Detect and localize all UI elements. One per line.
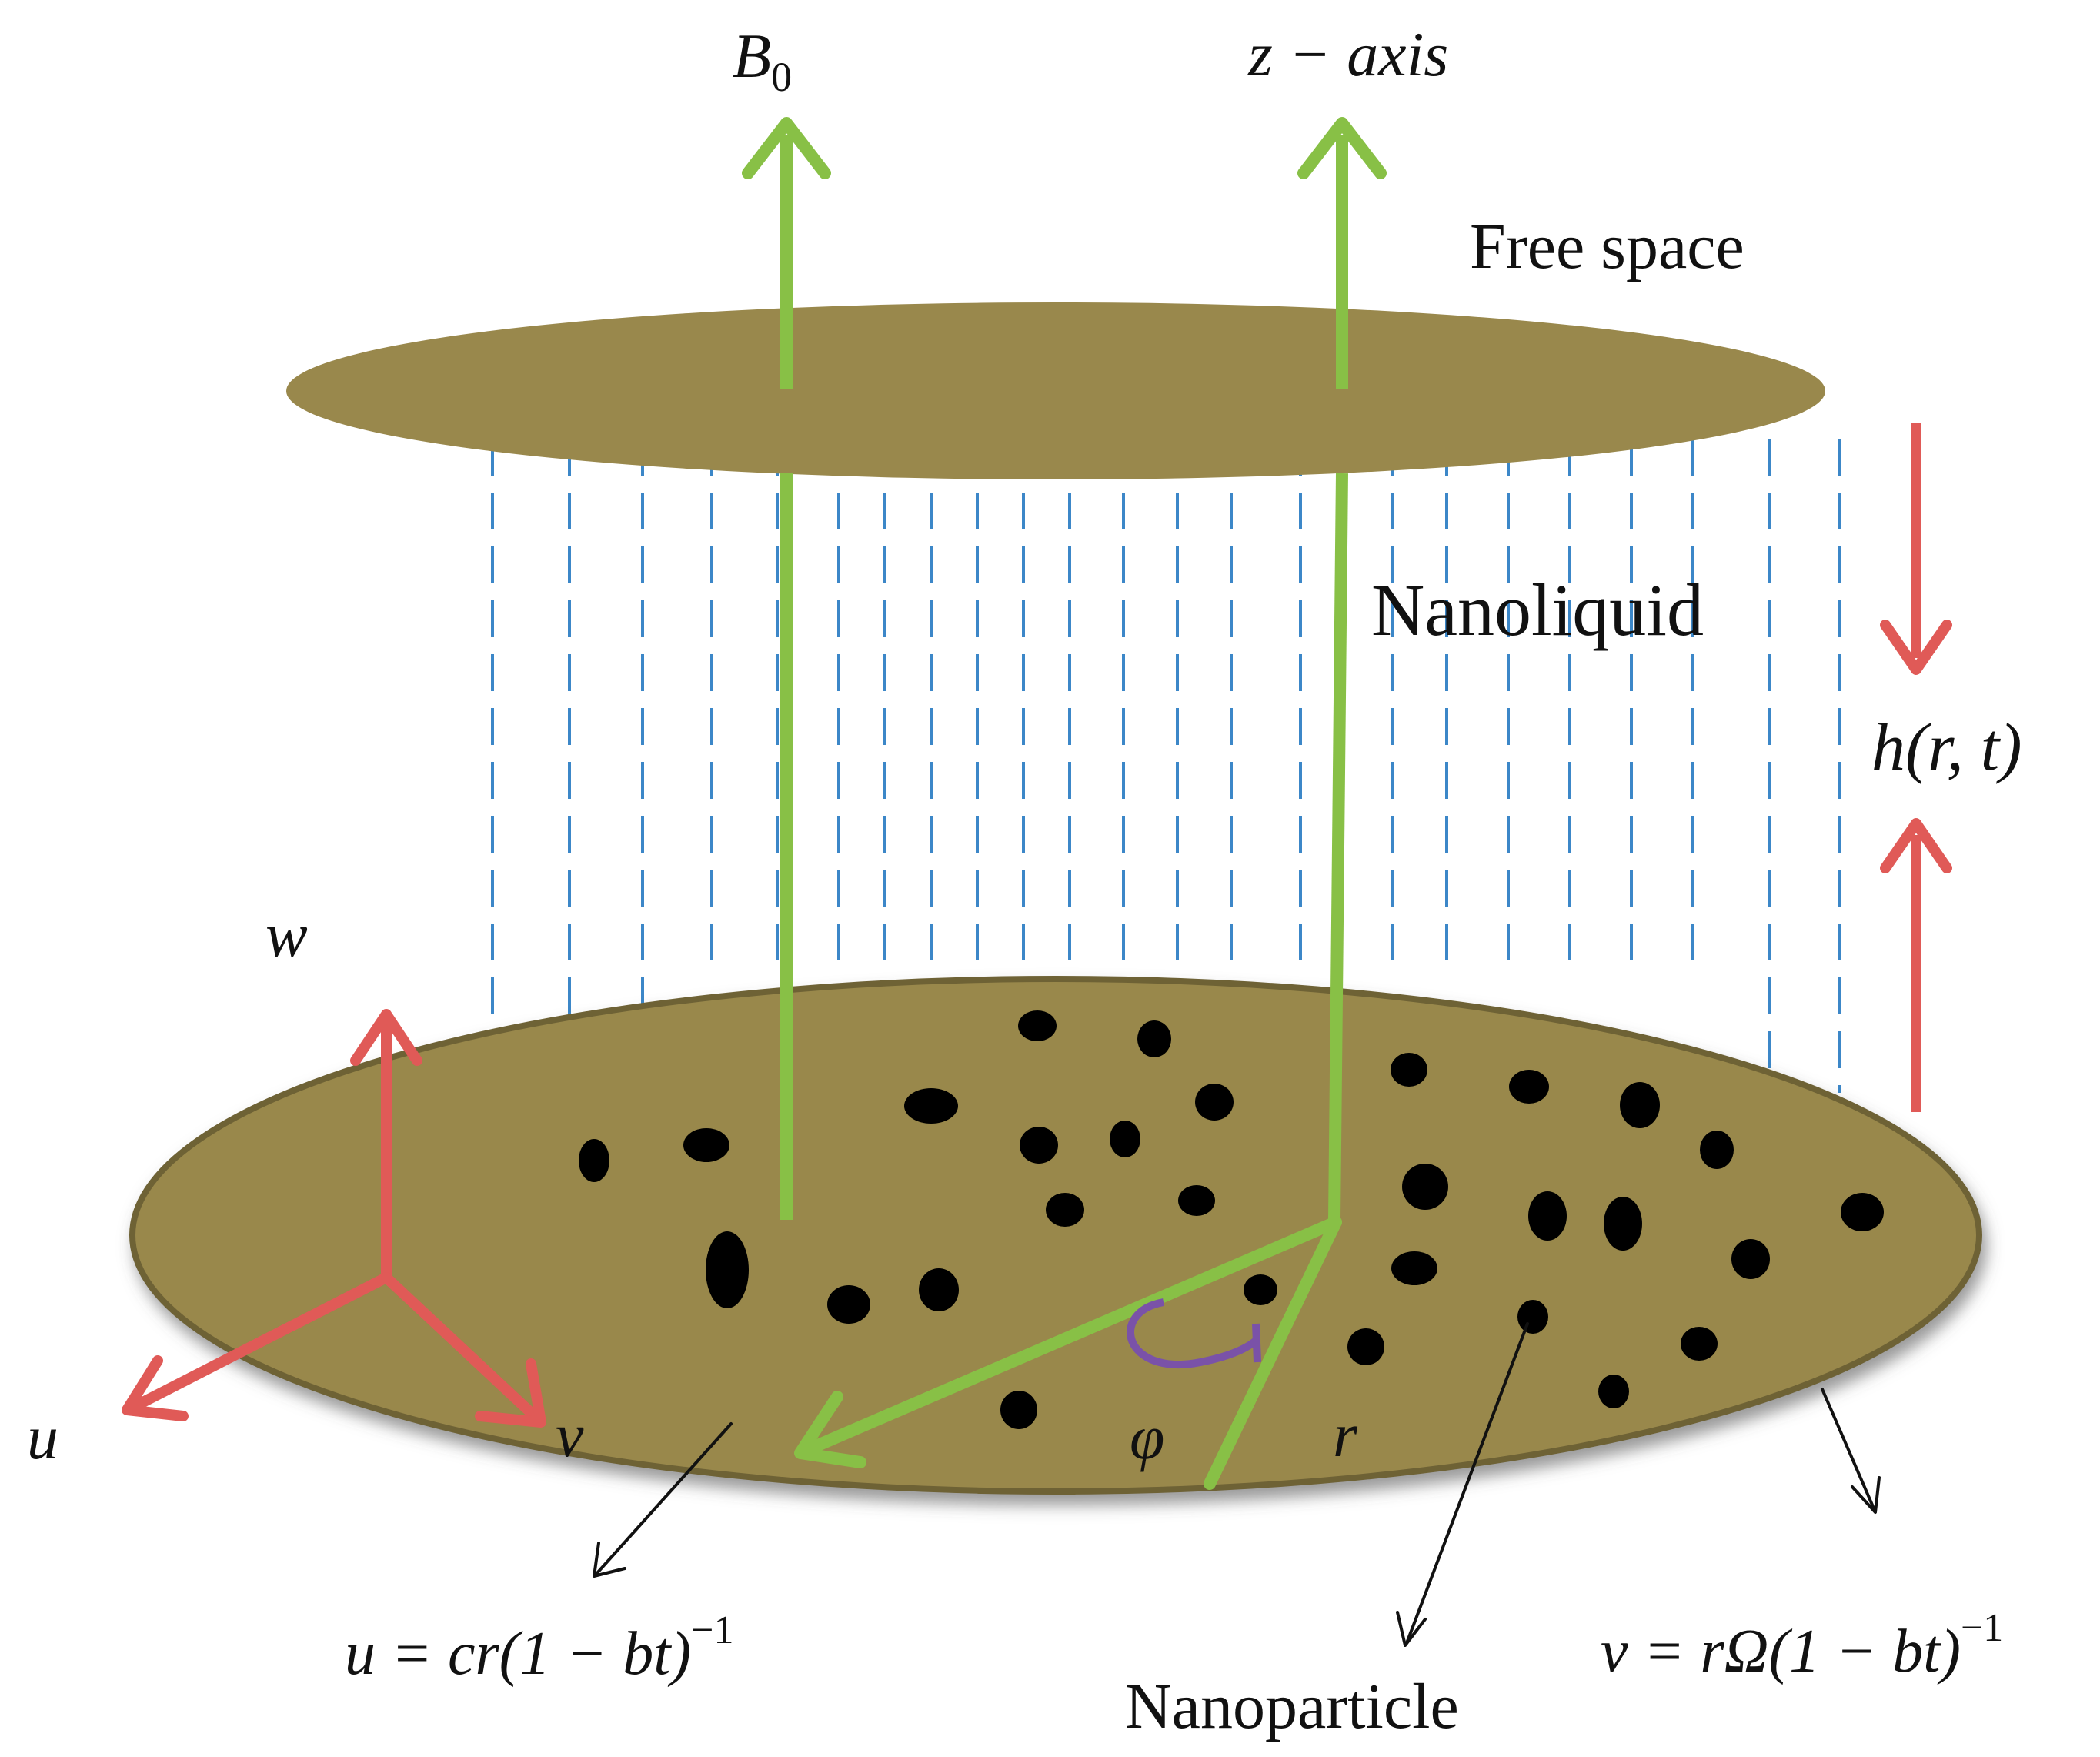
nanoparticle-pointer-head <box>1396 1611 1427 1647</box>
nanoparticle-dot <box>919 1268 959 1311</box>
nanoparticle-label: Nanoparticle <box>1125 1671 1459 1742</box>
nanoliquid-streamlines <box>491 439 1841 1093</box>
coordinate-triad <box>122 1009 546 1428</box>
radius-line-u <box>808 1216 1342 1453</box>
nanoparticle-dot <box>1195 1084 1234 1121</box>
nanoparticle-dot <box>1700 1131 1734 1169</box>
u-pointer <box>595 1422 733 1575</box>
v-label: v <box>556 1400 584 1470</box>
nanoparticle-dot <box>904 1088 958 1124</box>
z-axis-arrow-head <box>1297 117 1387 179</box>
v-velocity-equation: v = rΩ(1 − bt)−1 <box>1601 1606 2003 1685</box>
nanoparticle-dot <box>579 1139 609 1182</box>
b0-subscript: 0 <box>771 54 792 100</box>
height-arrow-top-head <box>1880 620 1952 675</box>
nanoparticle-dot <box>1020 1127 1058 1164</box>
nanoparticle-dot <box>1841 1193 1884 1231</box>
bottom-disk <box>129 976 1982 1495</box>
u-label: u <box>27 1402 58 1472</box>
nanoparticle-dot <box>1402 1164 1448 1210</box>
height-arrow-bottom-head <box>1880 818 1952 873</box>
b0-arrow-head <box>742 117 831 179</box>
nanoparticle-dot <box>683 1128 729 1162</box>
top-disk <box>286 302 1825 479</box>
v-axis-head <box>475 1358 546 1428</box>
v-pointer <box>1821 1388 1875 1510</box>
nanoparticle-pointer <box>1405 1322 1529 1645</box>
rotation-arrow <box>1127 1298 1259 1368</box>
nanoparticle-dot <box>1391 1053 1427 1087</box>
free-space-label: Free space <box>1470 211 1744 282</box>
u-axis-head <box>122 1355 189 1421</box>
nanoparticle-dot <box>1137 1020 1171 1057</box>
nanoparticle-dot <box>1347 1328 1384 1365</box>
radius-line-r <box>1204 1216 1342 1490</box>
phi-label: φ <box>1130 1402 1164 1472</box>
u-velocity-equation: u = cr(1 − bt)−1 <box>345 1608 733 1688</box>
nanoparticle-dot <box>1517 1300 1548 1334</box>
u-axis <box>125 1272 392 1414</box>
nanoparticle-dot <box>1731 1239 1770 1279</box>
w-axis-head <box>350 1009 422 1066</box>
nanoparticle-dot <box>706 1231 749 1308</box>
nanoparticles <box>579 1010 1884 1429</box>
v-axis <box>381 1272 544 1425</box>
nanoparticle-dot <box>1110 1121 1140 1157</box>
z-axis-label: z − axis <box>1247 19 1448 89</box>
nanoparticle-dot <box>1000 1391 1037 1429</box>
nanoparticle-dot <box>1046 1193 1084 1227</box>
nanoparticle-dot <box>1509 1070 1549 1104</box>
nanoparticle-dot <box>1018 1010 1057 1041</box>
nanoparticle-dot <box>1681 1327 1718 1361</box>
r-label: r <box>1333 1400 1358 1470</box>
nanoparticle-dot <box>1391 1251 1437 1285</box>
v-pointer-head <box>1851 1476 1881 1514</box>
u-pointer-head <box>593 1542 626 1578</box>
nanoparticle-dot <box>1604 1197 1642 1251</box>
nanoparticle-dot <box>1620 1082 1660 1128</box>
b0-label: B0 <box>733 21 792 100</box>
height-label: h(r, t) <box>1871 710 2022 785</box>
nanoparticle-dot <box>1528 1191 1567 1241</box>
rotation-arrow-tip <box>1252 1323 1261 1363</box>
radius-u-arrow-head <box>794 1391 866 1468</box>
w-label: w <box>265 900 308 970</box>
nanoparticle-dot <box>827 1285 870 1324</box>
nanoparticle-dot <box>1178 1185 1215 1216</box>
z-axis-line <box>1328 473 1348 1221</box>
nanoparticle-dot <box>1598 1375 1629 1408</box>
nanoparticle-dot <box>1244 1274 1277 1305</box>
nanoliquid-label: Nanoliquid <box>1371 569 1704 651</box>
